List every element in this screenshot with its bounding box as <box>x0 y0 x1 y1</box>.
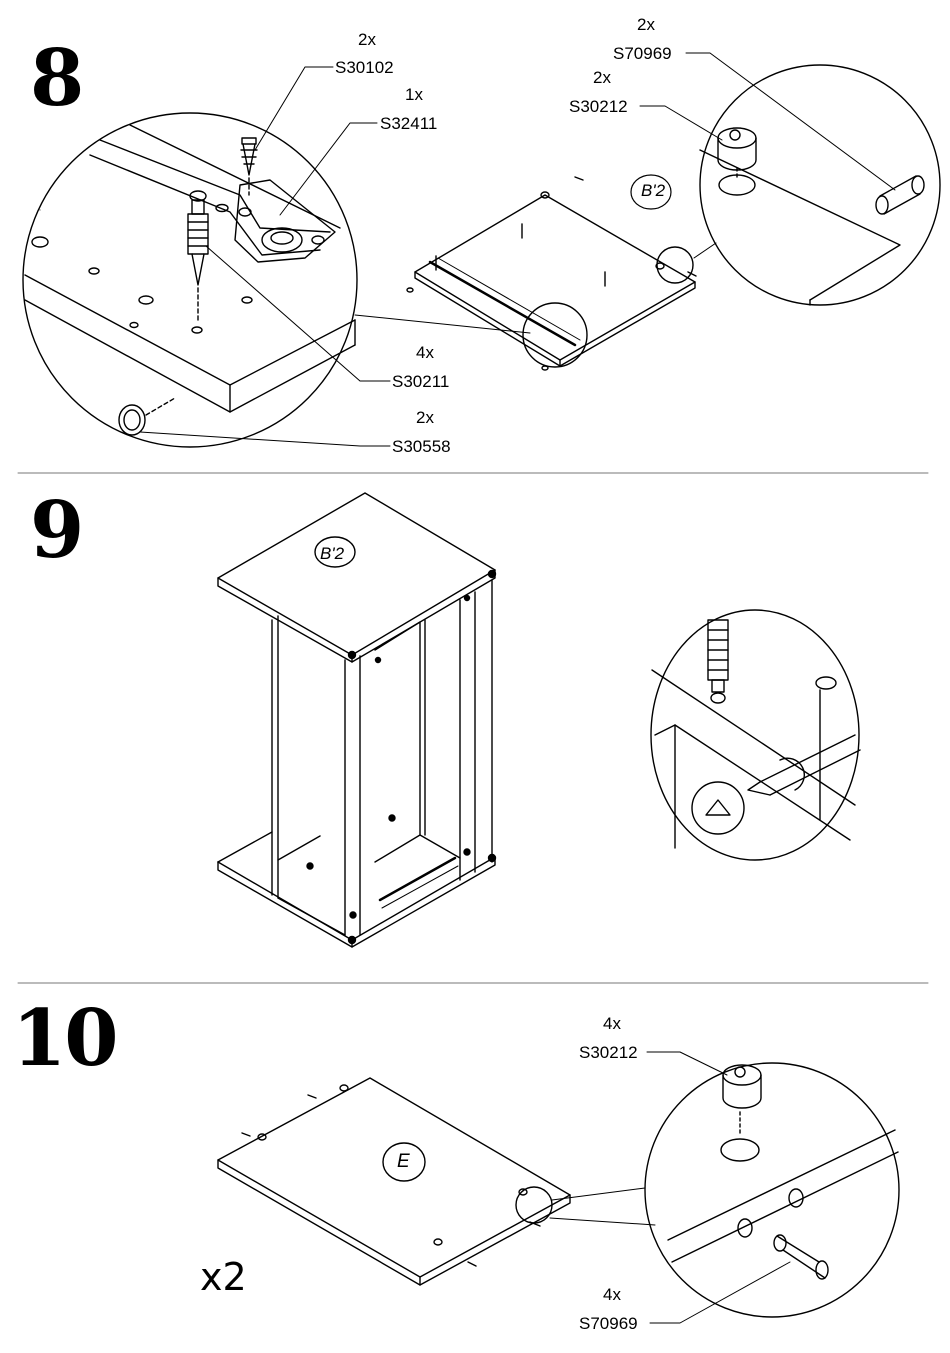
panel-label: B'2 <box>641 181 666 200</box>
part-code: S30212 <box>579 1043 638 1062</box>
cam-lock-icon <box>722 1064 762 1109</box>
part-code: S70969 <box>579 1314 638 1333</box>
part-qty: 4x <box>603 1014 621 1033</box>
part-code: S30212 <box>569 97 628 116</box>
leader-lines <box>39 52 896 447</box>
panel-label: B'2 <box>320 544 345 563</box>
part-qty: 2x <box>593 68 611 87</box>
step10-panel <box>217 1077 571 1286</box>
step9-detail <box>650 609 861 861</box>
glide-foot-icon <box>118 397 176 436</box>
part-qty: 2x <box>416 408 434 427</box>
step8-panel <box>406 176 697 371</box>
dowel-icon <box>875 175 925 215</box>
panel-label-circle <box>630 174 672 210</box>
part-qty: 2x <box>637 15 655 34</box>
step9-cabinet <box>217 492 497 948</box>
part-qty: 4x <box>603 1285 621 1304</box>
part-code: S30102 <box>335 58 394 77</box>
part-code: S30558 <box>392 437 451 456</box>
screw-icon <box>240 137 258 196</box>
panel-label: E <box>397 1151 410 1172</box>
step8-right-detail-circle <box>699 64 941 306</box>
step-number: 9 <box>30 485 84 576</box>
quantity-multiplier: x2 <box>200 1255 247 1299</box>
dowel-icon <box>773 1234 829 1280</box>
step-number: 8 <box>30 33 84 124</box>
cam-lock-icon <box>717 127 757 171</box>
part-qty: 1x <box>405 85 423 104</box>
screwdriver-icon <box>747 734 861 796</box>
part-code: S32411 <box>380 114 438 133</box>
step8-detail-circle <box>22 112 358 448</box>
cam-bolt-icon <box>187 190 209 321</box>
cam-bolt-icon <box>707 619 729 704</box>
part-qty: 4x <box>416 343 434 362</box>
part-code: S30211 <box>392 372 450 391</box>
leader-lines <box>549 1051 791 1324</box>
part-code: S70969 <box>613 44 672 63</box>
step-number: 10 <box>12 993 119 1084</box>
part-qty: 2x <box>358 30 376 49</box>
step10-detail-circle <box>644 1062 900 1318</box>
hinge-plate-icon <box>234 179 336 263</box>
